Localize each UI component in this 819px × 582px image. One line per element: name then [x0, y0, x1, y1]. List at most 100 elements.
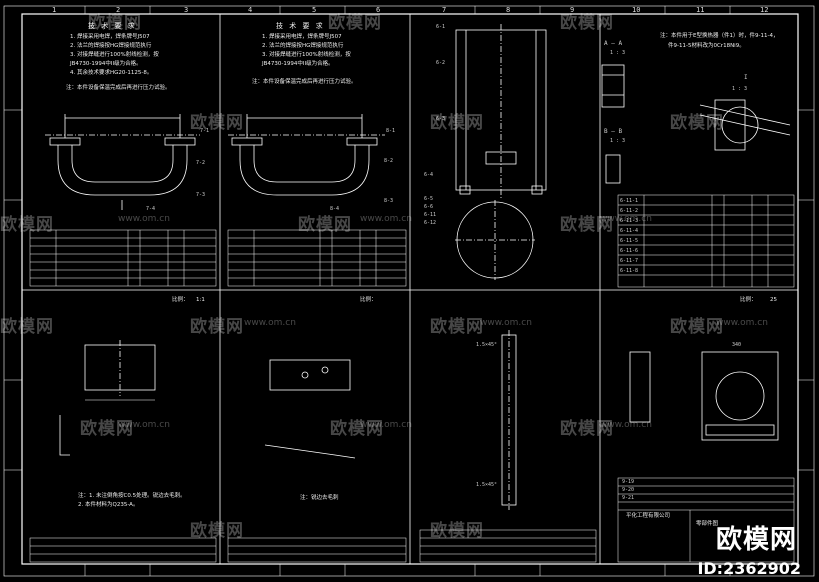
company-name: 平化工程有限公司 [626, 513, 671, 519]
part-label: 6-11-7 [620, 258, 639, 264]
part-label: 6-2 [436, 60, 446, 66]
part-label: 6-11-1 [620, 198, 639, 204]
brand-logo: 欧模网 [715, 525, 797, 555]
title-block-row: 9-19 [622, 479, 635, 485]
section-i-scale: 1 : 3 [732, 86, 748, 92]
panel2-note: JB4730-1994中II级为合格。 [262, 61, 334, 67]
watermark: 欧模网 [670, 317, 724, 337]
watermark: 欧模网 [190, 521, 244, 541]
watermark: 欧模网 [430, 521, 484, 541]
panel1-note: 4. 其余技术要求HG20-1125-8。 [70, 70, 153, 76]
border-number: 3 [184, 6, 189, 14]
part-label: 7-1 [200, 128, 210, 134]
border-number: 12 [760, 6, 769, 14]
watermark: 欧模网 [560, 419, 614, 439]
watermark: 欧模网 [0, 215, 54, 235]
watermark: 欧模网 [298, 215, 352, 235]
scale-label: 比例： [172, 297, 189, 303]
panel1-note: 2. 法兰的焊接按HG焊接规范执行 [70, 43, 152, 49]
parts-table-4 [617, 194, 795, 288]
lower-left-note: 注：1. 未注倒角按C0.5处理。锐边去毛刺。 [78, 493, 186, 499]
part-label: 8-3 [384, 198, 394, 204]
scale-label: 比例： [740, 297, 757, 303]
watermark-url: www.om.cn [600, 214, 652, 224]
panel4-note: 件9-11-5材料改为0Cr18Ni9。 [668, 43, 745, 49]
section-bb-scale: 1 : 3 [610, 138, 626, 144]
panel1-note: JB4730-1994中II级为合格。 [70, 61, 142, 67]
width-dim: 340 [732, 342, 742, 348]
part-label: 6-1 [436, 24, 446, 30]
panel4-note: 注：本件用于E型换热器（件1）时，件9-11-4， [660, 33, 779, 39]
watermark-url: www.om.cn [360, 214, 412, 224]
border-number: 11 [696, 6, 705, 14]
watermark: 欧模网 [80, 419, 134, 439]
bar-drawing [264, 359, 356, 459]
drawing-name: 零部件图 [696, 521, 719, 527]
plate-drawing-1 [59, 340, 156, 456]
watermark: 欧模网 [330, 419, 384, 439]
border-number: 6 [376, 6, 381, 14]
watermark: 欧模网 [430, 317, 484, 337]
part-label: 6-11-4 [620, 228, 639, 234]
part-label: 6-11-6 [620, 248, 639, 254]
shell-drawing [455, 24, 547, 280]
lower-left-note: 2. 本件材料为Q235-A。 [78, 502, 139, 508]
u-tube-drawing-2 [228, 114, 385, 196]
border-number: 9 [570, 6, 575, 14]
border-number: 8 [506, 6, 511, 14]
scale-label: 比例： [360, 297, 377, 303]
section-views [601, 64, 791, 184]
border-number: 4 [248, 6, 253, 14]
border-number: 5 [312, 6, 317, 14]
part-label: 6-11-8 [620, 268, 639, 274]
watermark: 欧模网 [560, 215, 614, 235]
part-label: 6-11-3 [620, 218, 639, 224]
section-aa: A — A [604, 40, 623, 47]
panel2-note: 1. 焊接采用电焊，焊条牌号J507 [262, 34, 342, 40]
watermark: 欧模网 [430, 113, 484, 133]
part-label: 6-11-2 [620, 208, 639, 214]
panel1-note: 1. 焊接采用电焊，焊条牌号J507 [70, 34, 150, 40]
part-label: 6-6 [424, 204, 434, 210]
panel2-title: 技 术 要 求 [276, 22, 325, 30]
chamfer-dim: 1.5×45° [476, 342, 498, 348]
panel1-note2: 注：本件设备保温完成后再进行压力试验。 [66, 85, 171, 91]
part-label: 8-1 [386, 128, 396, 134]
part-label: 8-2 [384, 158, 394, 164]
support-drawing [629, 351, 779, 441]
lower-mid1-note: 注：锐边去毛刺 [300, 495, 339, 501]
watermark: 欧模网 [328, 13, 382, 33]
watermark-url: www.om.cn [600, 420, 652, 430]
u-tube-drawing-1 [45, 114, 200, 210]
chamfer-dim: 1.5×45° [476, 482, 498, 488]
watermark-url: www.om.cn [360, 420, 412, 430]
part-label: 8-4 [330, 206, 340, 212]
title-block-row: 9-21 [622, 495, 635, 501]
section-bb: B — B [604, 128, 623, 135]
parts-table-2 [227, 229, 407, 287]
watermark-url: www.om.cn [118, 420, 170, 430]
watermark-url: www.om.cn [716, 318, 768, 328]
panel1-title: 技 术 要 求 [88, 22, 137, 30]
border-number: 2 [116, 6, 121, 14]
title-blocks [29, 477, 795, 563]
strip-drawing [501, 330, 517, 510]
title-block-row: 9-20 [622, 487, 635, 493]
part-label: 6-5 [424, 196, 434, 202]
watermark-url: www.om.cn [480, 318, 532, 328]
watermark: 欧模网 [0, 317, 54, 337]
panel1-note: 3. 对接焊缝进行100%射线检测，按 [70, 52, 159, 58]
part-label: 6-4 [424, 172, 434, 178]
watermark-url: www.om.cn [244, 318, 296, 328]
part-label: 6-11 [424, 212, 437, 218]
watermark: 欧模网 [560, 13, 614, 33]
section-aa-scale: 1 : 3 [610, 50, 626, 56]
part-label: 7-3 [196, 192, 206, 198]
watermark: 欧模网 [190, 113, 244, 133]
watermark: 欧模网 [88, 13, 142, 33]
part-label: 6-12 [424, 220, 437, 226]
panel2-note: 3. 对接焊缝进行100%射线检测，按 [262, 52, 351, 58]
border-number: 7 [442, 6, 447, 14]
watermark: 欧模网 [670, 113, 724, 133]
